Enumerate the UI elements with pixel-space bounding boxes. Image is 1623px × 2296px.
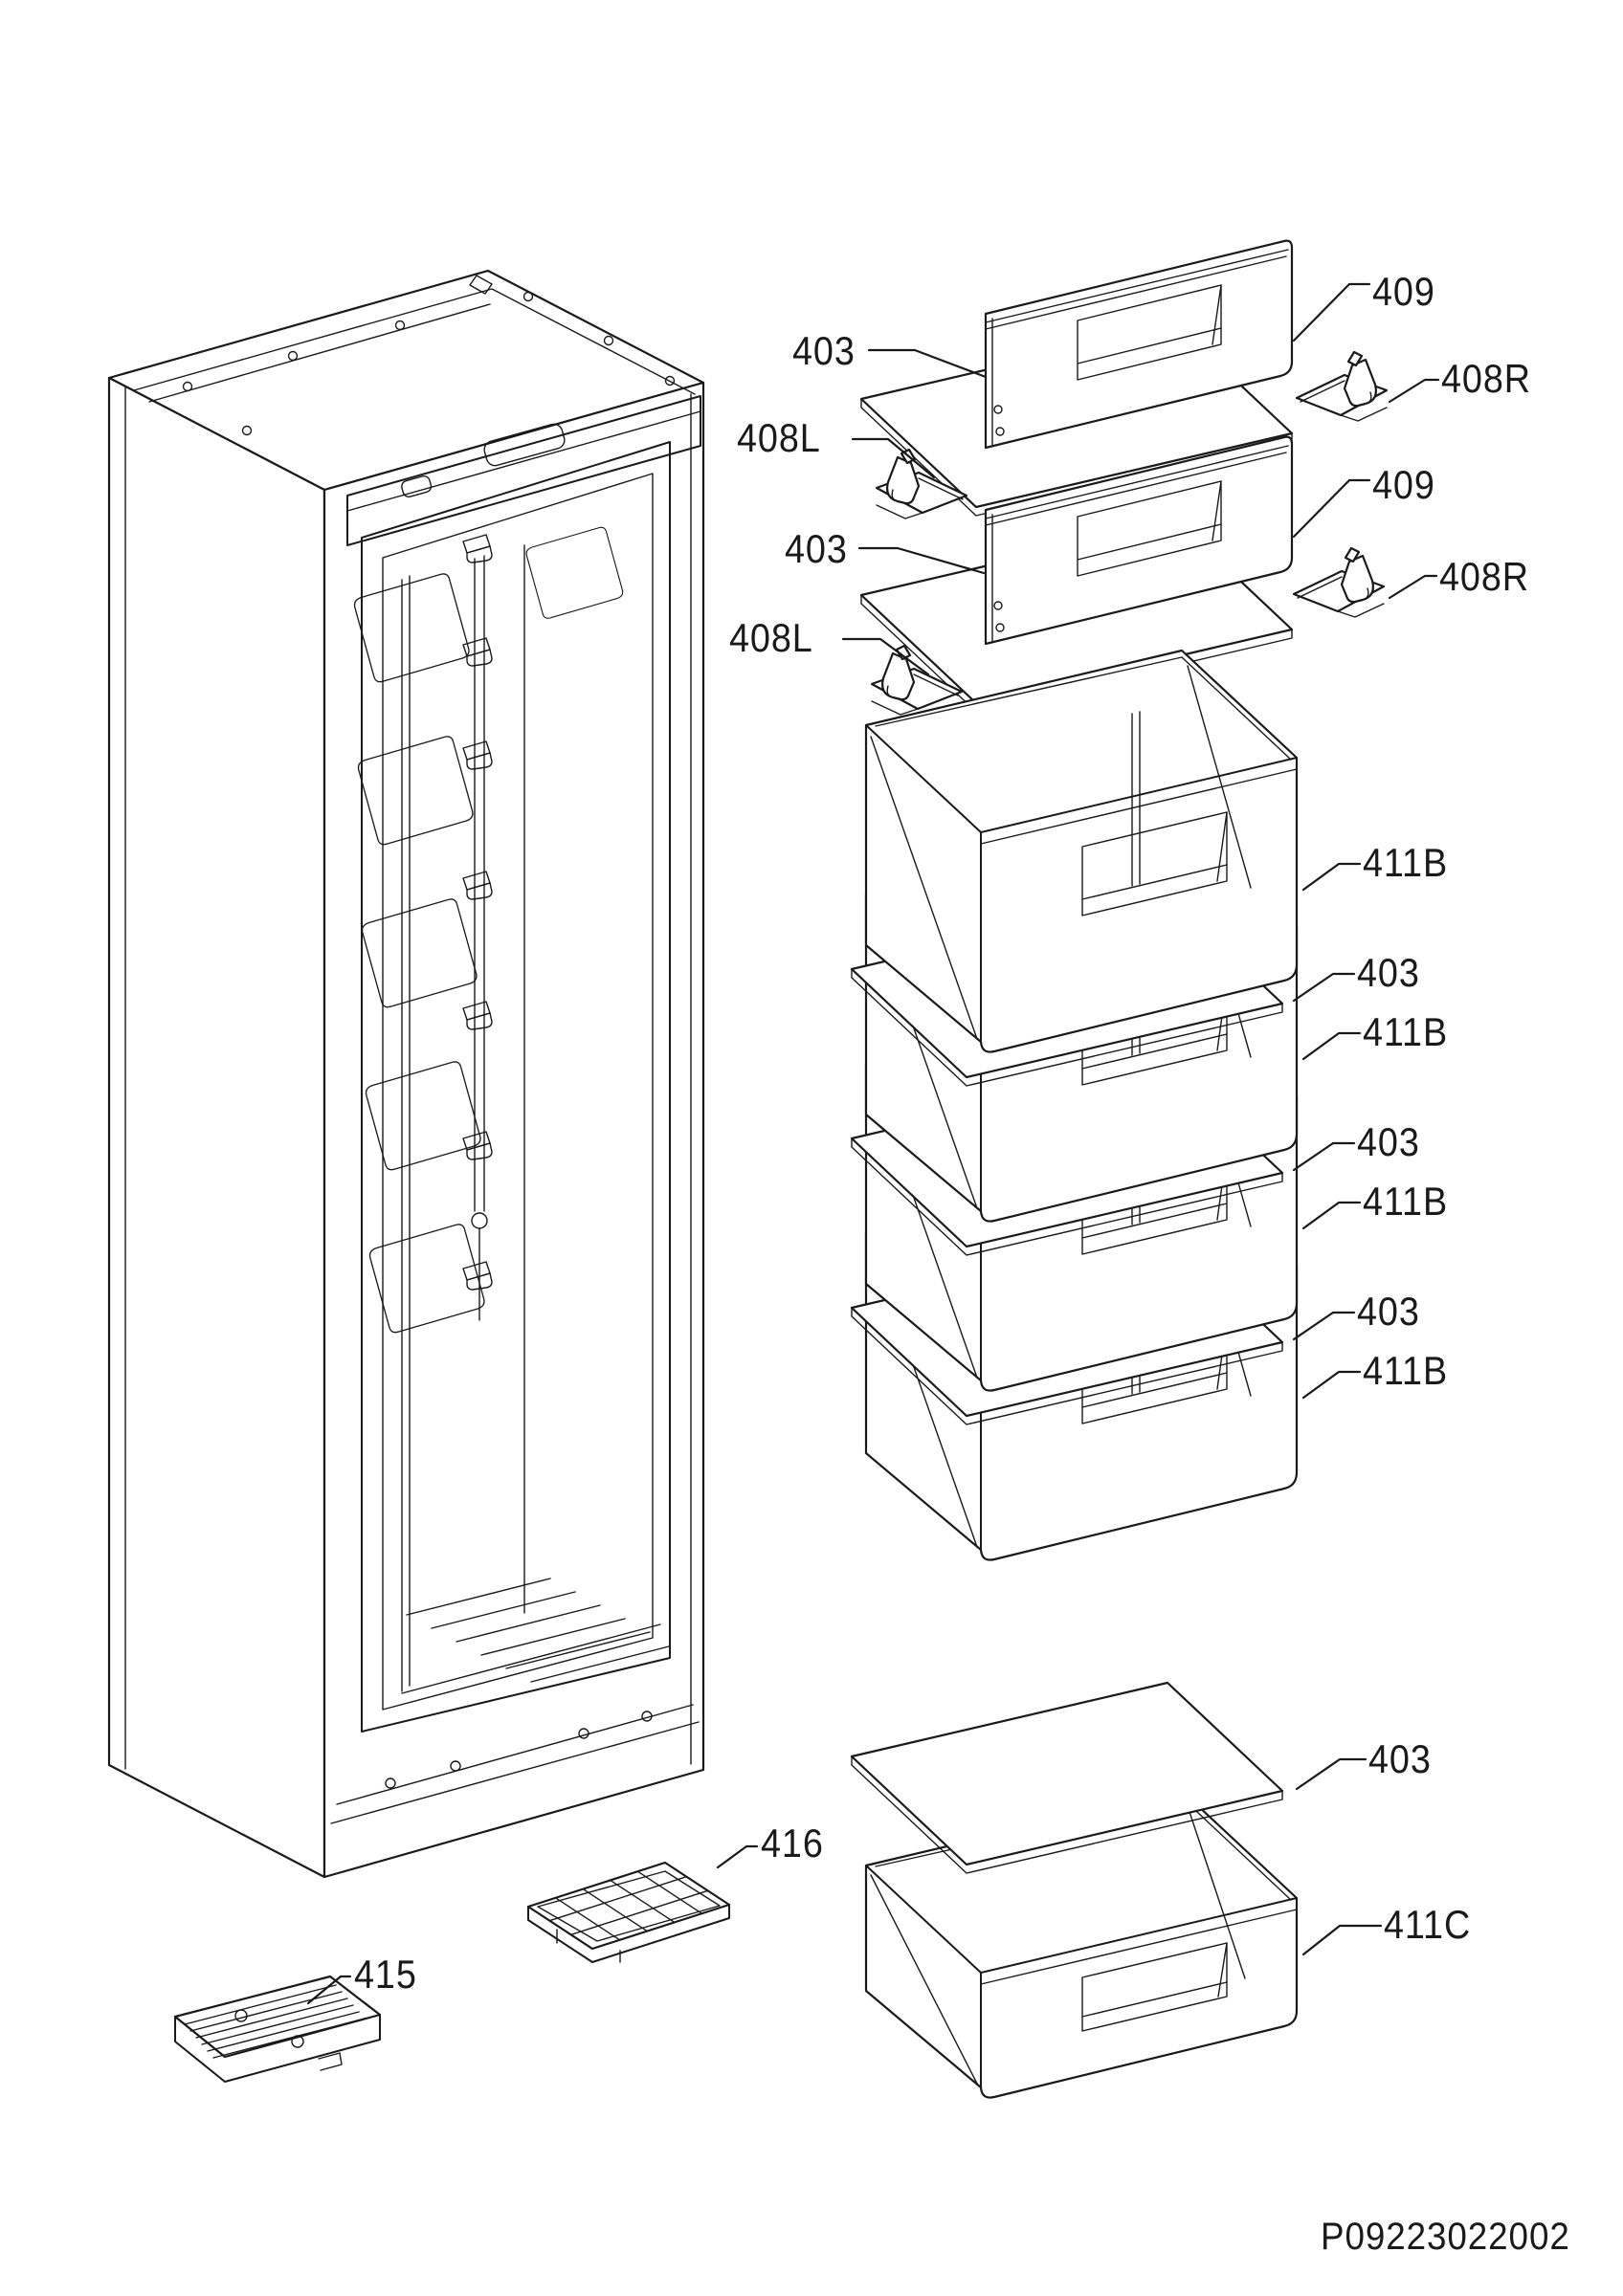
part-label-411b-2: 411B	[1363, 1009, 1449, 1054]
part-label-409-2: 409	[1372, 462, 1435, 507]
cabinet-interior	[330, 526, 700, 1824]
part-label-411c: 411C	[1384, 1902, 1472, 1947]
part-label-409-1: 409	[1372, 269, 1435, 314]
ice-cube-tray	[526, 1861, 731, 1963]
door-opening	[361, 441, 671, 1733]
part-label-403-3: 403	[1357, 950, 1420, 995]
evaporator-fins	[401, 1578, 670, 1694]
part-label-403-4: 403	[1357, 1119, 1420, 1164]
part-label-408l-1: 408L	[737, 415, 821, 460]
part-label-408l-2: 408L	[729, 615, 813, 660]
control-panel-bar	[346, 395, 701, 546]
part-label-415: 415	[354, 1952, 417, 1997]
cold-plate	[173, 1975, 382, 2083]
bracket-408r-1	[1295, 350, 1389, 423]
part-label-416: 416	[761, 1821, 824, 1866]
part-label-403-2: 403	[785, 526, 848, 571]
cabinet-front-face	[322, 381, 705, 1879]
part-label-403-5: 403	[1357, 1289, 1420, 1334]
part-label-408r-1: 408R	[1441, 356, 1531, 401]
part-label-408r-2: 408R	[1439, 554, 1529, 599]
cabinet-left-face	[107, 376, 326, 1879]
part-label-411b-3: 411B	[1363, 1179, 1449, 1224]
part-label-403-6: 403	[1368, 1736, 1432, 1781]
leader-lines	[306, 282, 1440, 2005]
cabinet-drawing	[107, 269, 705, 1879]
document-number: P09223022002	[1321, 2216, 1570, 2258]
drawer-411b-1	[864, 649, 1299, 1053]
bracket-408r-2	[1292, 546, 1386, 619]
part-label-411b-4: 411B	[1363, 1348, 1449, 1393]
part-label-411b-1: 411B	[1363, 840, 1449, 885]
part-label-403-1: 403	[792, 328, 856, 373]
